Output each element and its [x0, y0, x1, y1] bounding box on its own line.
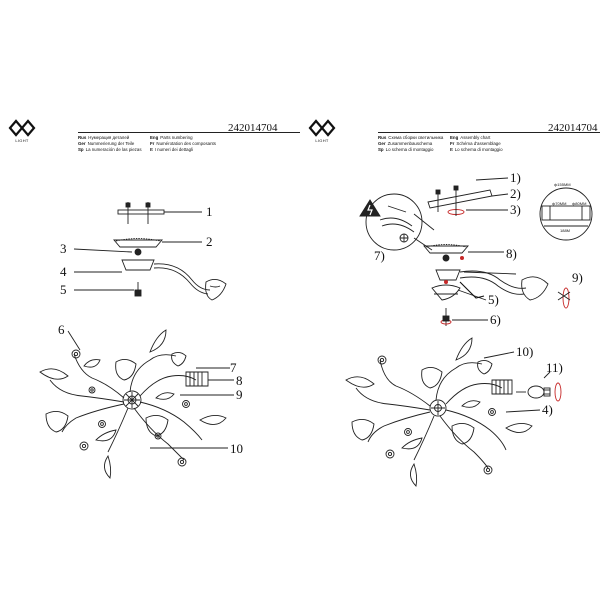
- leader-line: [457, 289, 487, 301]
- title-text: Assembly chart: [460, 135, 491, 140]
- ceiling-canopy: [423, 244, 469, 262]
- callout-number: 8: [236, 373, 243, 388]
- title-text: La numeración de las piezas: [85, 147, 142, 152]
- callout-number: 6: [58, 322, 65, 337]
- lang-code: Ger: [78, 141, 86, 146]
- lang-code: Rus: [78, 135, 87, 140]
- lamp-body: [431, 269, 571, 309]
- lang-code: It: [150, 147, 153, 152]
- callout-number: 5): [488, 292, 499, 307]
- callout-number: 10: [230, 441, 243, 456]
- callout-number: 11): [546, 360, 563, 375]
- lang-code: Eng: [450, 135, 459, 140]
- callout-number: 9): [572, 270, 583, 285]
- chandelier-top-view: [39, 329, 227, 479]
- title-text: Схема сборки светильника: [388, 135, 444, 140]
- title-text: Nummerierung der Teile: [87, 141, 135, 146]
- leader-line: [543, 371, 551, 379]
- ceiling-canopy: [113, 238, 163, 256]
- title-text: Lo schema di montaggio: [454, 147, 503, 152]
- header-rule: [78, 132, 300, 133]
- callout-number: 9: [236, 387, 243, 402]
- callout-number: 3): [510, 202, 521, 217]
- callout-number: 6): [490, 312, 501, 327]
- lamp-body: [121, 259, 227, 301]
- title-text: Lo schema di montaggio: [385, 147, 434, 152]
- chandelier-top-view: [345, 337, 533, 487]
- dimension-label: 188M: [560, 228, 570, 233]
- light-bulb: [516, 382, 562, 402]
- fixing-screw: [134, 282, 142, 297]
- lang-code: Fr: [450, 141, 455, 146]
- dimension-label: ф70MM: [552, 201, 566, 206]
- leader-line: [463, 271, 517, 275]
- dimension-diagram: [539, 187, 593, 241]
- dimension-label: ф155MM: [554, 182, 571, 187]
- header-rule: [378, 132, 600, 133]
- product-code: 242014704: [548, 122, 598, 134]
- title-text: Zusammenbauschema: [387, 141, 433, 146]
- brand-logo: LIGHT: [308, 118, 336, 148]
- lang-code: Fr: [150, 141, 155, 146]
- logo-text: LIGHT: [315, 138, 329, 143]
- callout-number: 8): [506, 246, 517, 261]
- lang-code: Sp: [378, 147, 384, 152]
- title-text: Numérotation des composants: [156, 141, 216, 146]
- brand-logo-icon: [8, 119, 36, 137]
- callout-number: 1): [510, 170, 521, 185]
- callout-number: 2): [510, 186, 521, 201]
- wiring-detail: [359, 193, 435, 251]
- lang-code: It: [450, 147, 453, 152]
- callout-number: 4: [60, 264, 67, 279]
- title-text: Schéma d'assemblage: [456, 141, 501, 146]
- leader-line: [483, 351, 515, 359]
- lang-code: Eng: [150, 135, 159, 140]
- dimension-label: ф80MM: [572, 201, 586, 206]
- lang-code: Rus: [378, 135, 387, 140]
- leader-line: [505, 409, 541, 413]
- brand-logo-icon: [308, 119, 336, 137]
- callout-number: 2: [206, 234, 213, 249]
- lang-code: Ger: [378, 141, 386, 146]
- title-text: Нумерация деталей: [88, 135, 130, 140]
- callout-number: 1: [206, 204, 213, 219]
- callout-number: 4): [542, 402, 553, 417]
- callout-number: 7): [374, 248, 385, 263]
- callout-number: 7: [230, 360, 237, 375]
- leader-line: [491, 193, 509, 197]
- parts-numbering-drawing: 1 2 3 4 5 6 7 8 9 10: [39, 202, 243, 479]
- mounting-bar: [117, 202, 165, 224]
- product-code: 242014704: [228, 122, 278, 134]
- leader-line: [67, 330, 81, 351]
- leader-line: [73, 248, 133, 253]
- callout-number: 3: [60, 241, 67, 256]
- logo-text: LIGHT: [15, 138, 29, 143]
- arrow-icon: [459, 281, 485, 299]
- assembly-chart-drawing: ф155MM ф70MM ф80MM 188M 1) 2) 3) 7) 8) 5…: [345, 170, 593, 487]
- leader-line: [475, 177, 509, 181]
- title-text: I numeri dei dettagli: [154, 147, 194, 152]
- lang-code: Sp: [78, 147, 84, 152]
- brand-logo: LIGHT: [8, 118, 36, 148]
- callout-number: 5: [60, 282, 67, 297]
- fixing-screw: [440, 308, 452, 326]
- title-text: Parts numbering: [160, 135, 193, 140]
- leader-line: [413, 237, 433, 251]
- mounting-bar: [427, 185, 493, 216]
- callout-number: 10): [516, 344, 533, 359]
